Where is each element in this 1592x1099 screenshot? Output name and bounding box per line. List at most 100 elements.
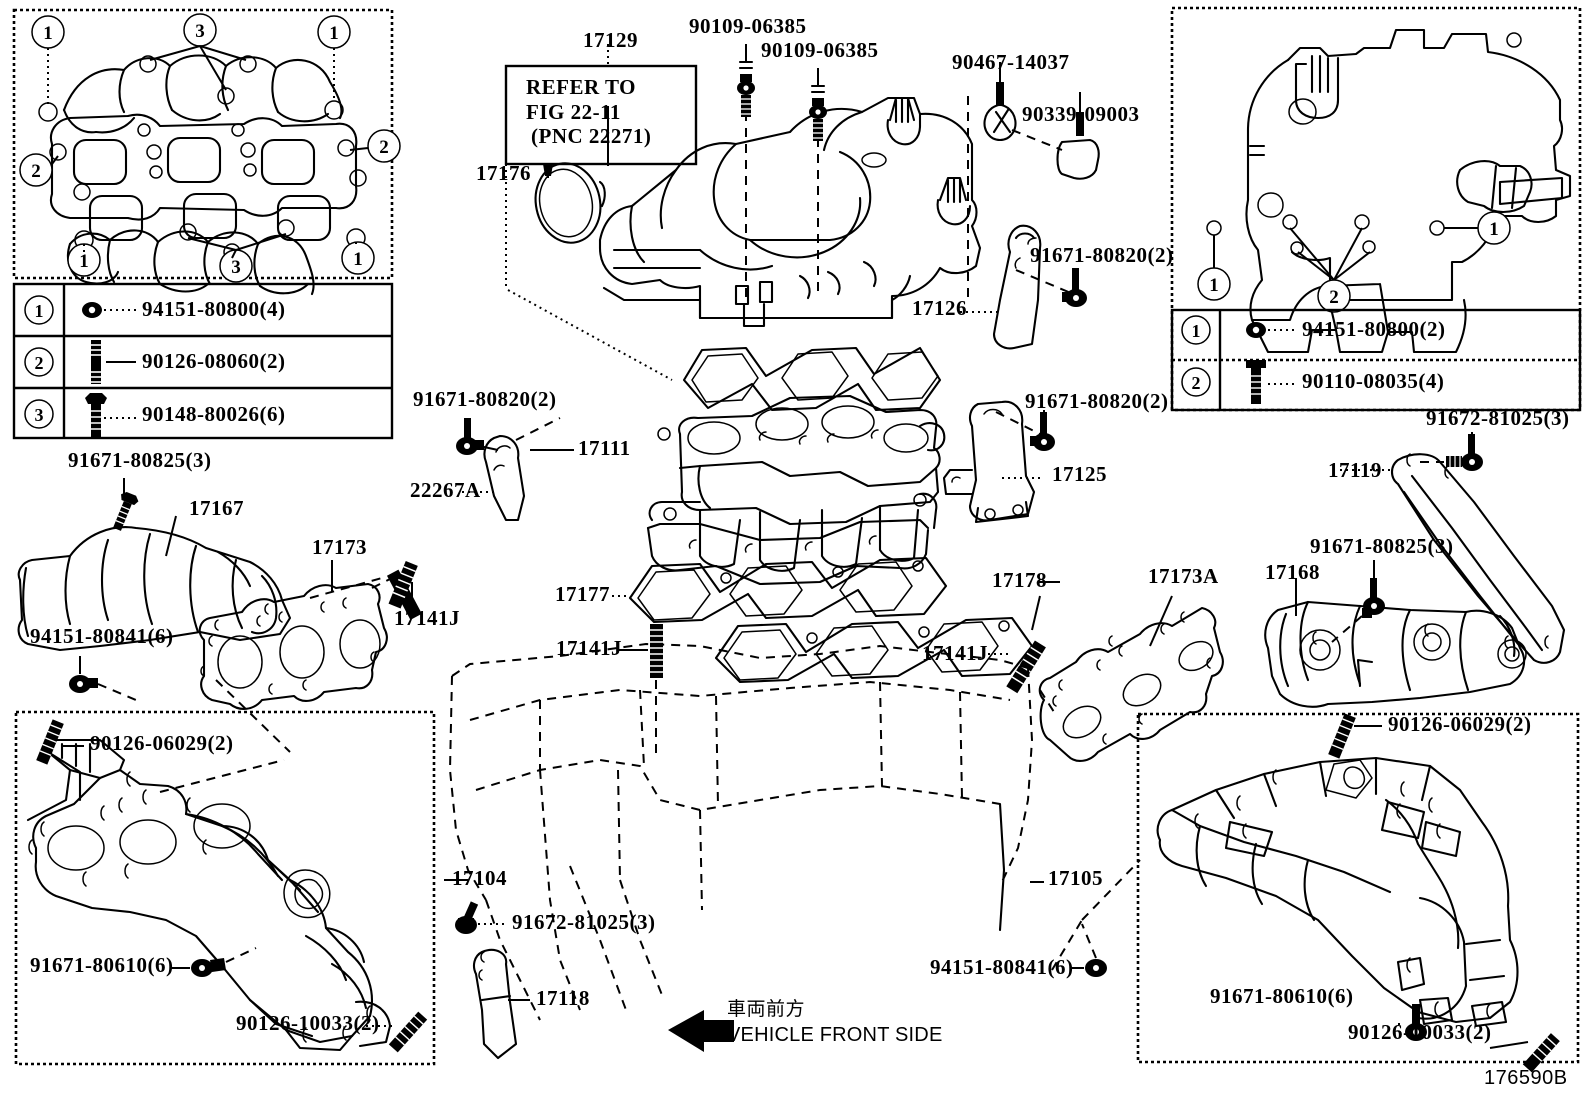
label-17141J-b: 17141J	[556, 636, 622, 660]
bolt-91671-80820-left	[456, 418, 484, 455]
bolt-91671-80825-left	[107, 478, 141, 534]
svg-text:2: 2	[35, 353, 44, 373]
plug-90339-09003	[1056, 92, 1100, 180]
nut-94151-80841-left	[69, 656, 137, 701]
label-17141J-a: 17141J	[394, 606, 460, 630]
br-label-91671-80610: 91671-80610(6)	[1210, 984, 1354, 1008]
label-91672-81025-bottom: 91672-81025(3)	[512, 910, 656, 934]
engine-block-phantom-outline	[448, 642, 1034, 1021]
label-17125: 17125	[1052, 462, 1107, 486]
legend-top-left: 1 2 3	[12, 282, 394, 440]
screw-90109-06385-b	[809, 68, 827, 141]
svg-text:1: 1	[1209, 275, 1219, 296]
label-94151-80841-left: 94151-80841(6)	[30, 624, 174, 648]
label-17111: 17111	[578, 436, 631, 460]
bolt-91672-81025-top	[1420, 432, 1483, 471]
svg-text:3: 3	[195, 21, 205, 42]
label-17126: 17126	[912, 296, 967, 320]
label-90109-06385-b: 90109-06385	[761, 38, 879, 62]
bl-label-90126-10033: 90126-10033(2)	[236, 1011, 380, 1035]
legend-top-right: 12	[1170, 308, 1582, 412]
svg-text:1: 1	[353, 249, 363, 270]
label-17173: 17173	[312, 535, 367, 559]
label-17129: 17129	[583, 28, 638, 52]
svg-text:3: 3	[35, 405, 44, 425]
throttle-body-gasket-17176	[534, 162, 606, 244]
svg-text:1: 1	[1489, 219, 1499, 240]
vehicle-front-arrow	[668, 1010, 734, 1052]
refer-line1: REFER TO	[526, 75, 637, 99]
svg-text:2: 2	[1329, 287, 1339, 308]
inset-bottom-right-frame	[1136, 712, 1580, 1064]
clip-90467-14037	[983, 62, 1063, 151]
label-17173A: 17173A	[1148, 564, 1219, 588]
svg-text:1: 1	[1192, 321, 1201, 341]
bl-label-91671-80610: 91671-80610(6)	[30, 953, 174, 977]
legend-tr-row2-part: 90110-08035(4)	[1302, 369, 1445, 393]
svg-text:2: 2	[1192, 373, 1201, 393]
intake-manifold-assembly-drawing	[507, 44, 982, 381]
label-90467-14037: 90467-14037	[952, 50, 1070, 74]
bolt-91671-80825-right	[1331, 560, 1385, 643]
intake-manifold-lower-17111	[530, 394, 946, 586]
vehicle-front-jp: 車両前方	[727, 998, 806, 1020]
br-label-90126-10033: 90126-10033(2)	[1348, 1020, 1492, 1044]
svg-text:1: 1	[35, 301, 44, 321]
legend-tl-row3-part: 90148-80026(6)	[142, 402, 286, 426]
label-94151-80841-right: 94151-80841(6)	[930, 955, 1074, 979]
label-22267A: 22267A	[410, 478, 481, 502]
label-90109-06385-a: 90109-06385	[689, 14, 807, 38]
label-17118: 17118	[536, 986, 590, 1010]
exhaust-manifold-left-drawing	[26, 719, 428, 1053]
label-17176: 17176	[476, 161, 531, 185]
gasket-17178	[714, 581, 1060, 684]
bracket-17119	[1340, 432, 1566, 664]
label-91671-80820-left: 91671-80820(2)	[413, 387, 557, 411]
heat-insulator-17168	[1264, 560, 1527, 708]
label-17104: 17104	[452, 866, 507, 890]
legend-tr-row1-part: 94151-80800(2)	[1302, 317, 1446, 341]
svg-text:1: 1	[79, 251, 89, 272]
exhaust-manifold-right-drawing	[1051, 713, 1560, 1073]
vehicle-front-en: VEHICLE FRONT SIDE	[727, 1024, 943, 1046]
bl-label-90126-06029: 90126-06029(2)	[90, 731, 234, 755]
br-label-90126-06029: 90126-06029(2)	[1388, 712, 1532, 736]
inset-bottom-left-frame	[14, 710, 436, 1066]
label-17178: 17178	[992, 568, 1047, 592]
svg-text:3: 3	[231, 257, 241, 278]
label-90339-09003: 90339-09003	[1022, 102, 1140, 126]
legend-tl-row1-part: 94151-80800(4)	[142, 297, 286, 321]
label-91672-81025-top-right: 91672-81025(3)	[1426, 406, 1570, 430]
refer-to-fig-box	[504, 44, 698, 290]
bracket-17118	[472, 948, 530, 1060]
bolt-91671-80610-left	[170, 947, 257, 977]
intake-manifold-inset-drawing: 1 1 2	[1197, 28, 1572, 354]
bracket-17126	[960, 224, 1087, 350]
gasket-17173A	[1038, 595, 1224, 762]
bolt-91672-81025-bottom	[455, 901, 506, 934]
bolt-91671-80820-top	[1062, 268, 1087, 307]
label-91671-80825-top-left: 91671-80825(3)	[68, 448, 212, 472]
label-91671-80820-right-top: 91671-80820(2)	[1030, 243, 1174, 267]
svg-text:2: 2	[31, 161, 41, 182]
svg-text:2: 2	[379, 137, 389, 158]
label-17167: 17167	[189, 496, 244, 520]
label-17177: 17177	[555, 582, 610, 606]
heat-insulator-17167	[17, 515, 292, 652]
refer-line3: (PNC 22271)	[531, 124, 652, 148]
bolt-91671-80820-right	[1030, 412, 1055, 451]
screw-90109-06385-a	[737, 44, 755, 117]
label-17168: 17168	[1265, 560, 1320, 584]
nut-94151-80841-right	[1070, 923, 1107, 977]
svg-text:1: 1	[329, 23, 339, 44]
refer-line2: FIG 22-11	[526, 100, 621, 124]
bracket-17125	[942, 400, 1055, 524]
figure-number: 176590B	[1484, 1067, 1568, 1089]
gasket-upper-17111	[682, 346, 942, 412]
label-91671-80820-right-mid: 91671-80820(2)	[1025, 389, 1169, 413]
bolt-91671-80610-right	[1398, 1004, 1427, 1041]
label-91671-80825-right: 91671-80825(3)	[1310, 534, 1454, 558]
gasket-17173	[198, 560, 418, 753]
